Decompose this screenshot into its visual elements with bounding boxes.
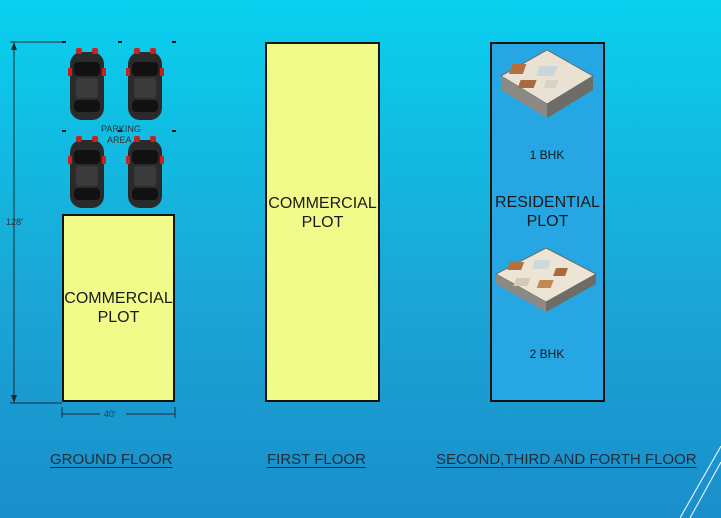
car-icon [126,136,164,208]
1bhk-label: 1 BHK [529,148,565,162]
first-floor-label: FIRST FLOOR [267,451,366,468]
corner-decoration [680,445,721,518]
parking-label-line2: AREA [107,135,132,145]
upper-floors-label: SECOND,THIRD AND FORTH FLOOR [436,451,697,468]
1bhk-floor-plan-image [500,49,594,118]
height-dimension-label: 128' [6,217,23,227]
car-icon [68,48,106,120]
ground-floor-commercial-plot: COMMERCIAL PLOT [62,214,175,402]
car-icon [68,136,106,208]
first-floor-plot-label: COMMERCIAL PLOT [268,195,377,231]
2bhk-floor-plan-image [494,247,598,312]
first-floor-commercial-plot: COMMERCIAL PLOT [265,42,380,402]
width-dimension-label: 40' [104,409,116,419]
parking-label-line1: PARKING [101,124,141,134]
ground-floor-label: GROUND FLOOR [50,451,173,468]
residential-plot-label: RESIDENTIAL PLOT [495,194,600,230]
ground-floor-plot-label: COMMERCIAL PLOT [64,290,173,326]
car-icon [126,48,164,120]
2bhk-label: 2 BHK [529,347,565,361]
